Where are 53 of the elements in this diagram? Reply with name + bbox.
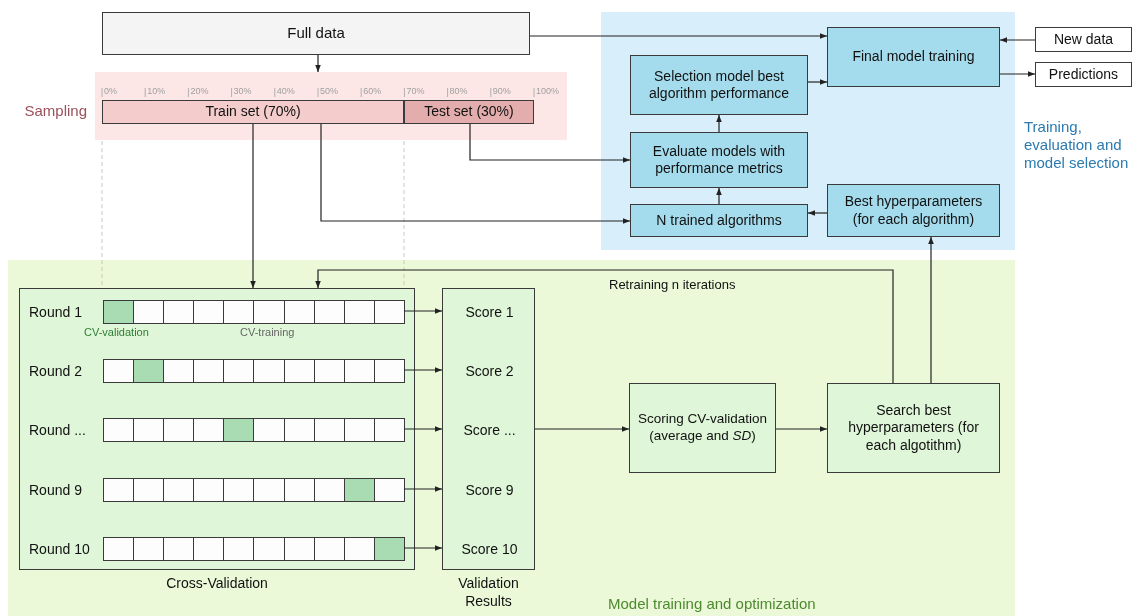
arrow: [807, 79, 828, 85]
arrow: [775, 426, 828, 432]
arrow: [315, 269, 894, 384]
arrow: [403, 367, 443, 373]
process-box: New data: [1035, 27, 1132, 52]
process-box: Selection model best algorithm performance: [630, 55, 808, 115]
score-label: Score 1: [465, 304, 514, 320]
score-label: Score 10: [461, 541, 518, 557]
process-box: Search best hyperparameters (for each algotithm): [827, 383, 1000, 473]
arrow: [403, 308, 443, 314]
ruler-label: 100%: [536, 86, 560, 96]
band-heading: Sampling: [24, 102, 87, 120]
round-label: Round ...: [29, 421, 87, 440]
arrow: [534, 426, 630, 432]
arrow: [529, 33, 828, 39]
group-heading: Validation Results: [457, 575, 520, 610]
section-band: [8, 260, 1015, 616]
arrow: [928, 236, 934, 384]
score-label: Score 9: [465, 482, 514, 498]
arrow: [999, 71, 1036, 77]
round-label: Round 2: [29, 362, 83, 381]
score-label: Score 2: [465, 363, 514, 379]
fold-caption: CV-validation: [84, 326, 149, 338]
arrow: [807, 210, 828, 216]
arrow: [315, 54, 321, 73]
round-label: Round 9: [29, 481, 83, 500]
band-heading: Training, evaluation and model selection: [1024, 118, 1130, 172]
round-label: Round 1: [29, 303, 83, 322]
arrow: [999, 37, 1036, 43]
ruler-label: 60%: [363, 86, 382, 96]
arrow: [716, 187, 722, 205]
process-box: Test set (30%): [404, 100, 534, 124]
process-box: Train set (70%): [102, 100, 404, 124]
fold-caption: CV-training: [240, 326, 295, 338]
arrow: [320, 123, 631, 224]
ruler-label: 70%: [406, 86, 425, 96]
band-heading: Model training and optimization: [608, 595, 816, 613]
arrow: [716, 114, 722, 133]
arrow: [469, 123, 631, 163]
arrow: [250, 123, 256, 289]
arrow: [403, 486, 443, 492]
arrow: [403, 426, 443, 432]
process-box: Full data: [102, 12, 530, 55]
round-label: Round 10: [29, 540, 91, 559]
process-box: Predictions: [1035, 62, 1132, 87]
score-label: Score ...: [463, 422, 516, 438]
process-box: N trained algorithms: [630, 204, 808, 237]
process-box: Best hyperparameters (for each algorithm): [827, 184, 1000, 237]
process-box: Evaluate models with performance metrics: [630, 132, 808, 188]
process-box: Final model training: [827, 27, 1000, 87]
group-heading: Cross-Validation: [165, 575, 269, 593]
process-box: Scoring CV-validation (average and SD): [629, 383, 776, 473]
arrow: [403, 545, 443, 551]
